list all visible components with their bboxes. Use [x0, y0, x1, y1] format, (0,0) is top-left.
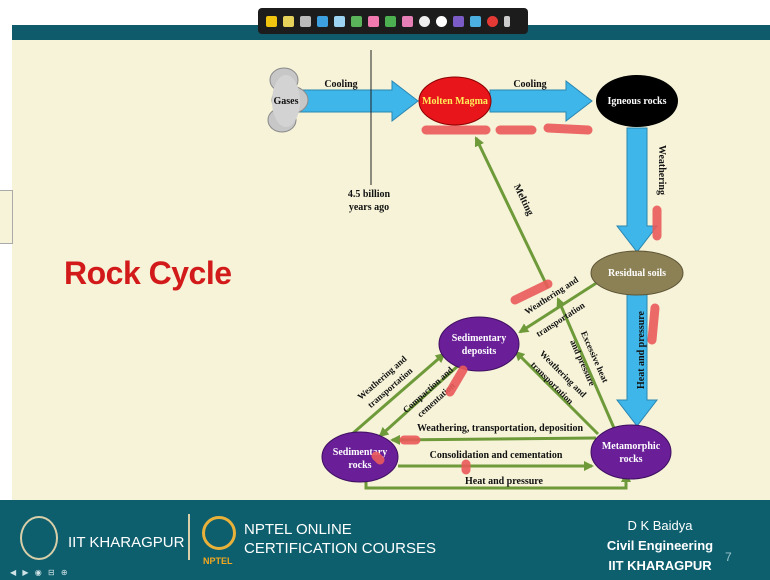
presenter-name: D K Baidya — [627, 518, 693, 533]
pen-tool-icon[interactable] — [266, 15, 277, 27]
screen-tool-icon[interactable] — [470, 15, 481, 27]
nptel-logo-text: NPTEL — [203, 556, 233, 566]
weathering-transport-arrow-2 — [514, 350, 600, 436]
molten-magma-node — [418, 76, 492, 126]
page-number: 7 — [725, 550, 732, 564]
cooling-label-2: Cooling — [513, 79, 546, 90]
pencil-tool-icon[interactable] — [368, 15, 379, 27]
age-label-2: years ago — [349, 202, 389, 213]
weathering-arrow — [615, 127, 659, 253]
metamorphic-rocks-label-2: rocks — [619, 454, 642, 465]
color-picker-icon[interactable] — [453, 15, 464, 27]
weathering-label: Weathering — [656, 145, 667, 195]
rock-cycle-diagram: Gases Molten Magma Igneous rocks Residua… — [267, 50, 684, 490]
annotation-marks — [371, 123, 662, 475]
sedimentary-deposits-label-2: deposits — [462, 346, 497, 357]
line-tool-icon[interactable] — [351, 15, 362, 27]
sedimentary-deposits-node — [438, 316, 520, 372]
heat-pressure-arrow — [615, 291, 659, 427]
footer-divider — [188, 514, 190, 560]
institute-name: IIT KHARAGPUR — [608, 558, 712, 573]
excessive-heat-arrow — [556, 297, 616, 429]
side-panel-tab[interactable] — [0, 190, 13, 244]
heat-pressure-bottom-label: Heat and pressure — [465, 476, 544, 487]
clear-tool-icon[interactable] — [487, 15, 498, 27]
sedimentary-rocks-node — [321, 431, 399, 483]
sedimentary-rocks-label-2: rocks — [348, 460, 371, 471]
gases-cloud — [267, 67, 309, 133]
footer-org: IIT KHARAGPUR — [68, 534, 185, 551]
sedimentary-deposits-label-1: Sedimentary — [452, 333, 506, 344]
eraser-tool-icon[interactable] — [300, 15, 311, 27]
heat-pressure-vertical-label: Heat and pressure — [636, 310, 647, 389]
melting-arrow — [474, 136, 550, 289]
compaction-arrow — [378, 362, 462, 438]
nptel-logo-icon — [202, 516, 236, 550]
metamorphic-rocks-label-1: Metamorphic — [602, 441, 661, 452]
marker-tool-icon[interactable] — [317, 15, 328, 27]
footer-bar: IIT KHARAGPUR NPTEL NPTEL ONLINE CERTIFI… — [0, 500, 770, 580]
slideshow-controls-icon[interactable]: ◀ ▶ ◉ ⊟ ⊕ — [10, 568, 70, 577]
igneous-rocks-node — [596, 75, 678, 127]
iit-kgp-logo-icon — [20, 516, 58, 560]
molten-magma-label: Molten Magma — [422, 96, 488, 107]
nptel-title-line1: NPTEL ONLINE — [244, 521, 352, 538]
weathering-transport-arrow-3 — [351, 352, 446, 436]
age-label-1: 4.5 billion — [348, 189, 391, 200]
menu-chevron-icon[interactable] — [504, 15, 510, 27]
department-name: Civil Engineering — [606, 538, 714, 553]
cooling-label-1: Cooling — [324, 79, 357, 90]
annotation-toolbar — [258, 8, 528, 34]
pink-pen-icon[interactable] — [402, 15, 413, 27]
consolidation-label: Consolidation and cementation — [430, 450, 563, 461]
shape-tool-icon[interactable] — [334, 15, 345, 27]
sedimentary-rocks-label-1: Sedimentary — [333, 447, 387, 458]
metamorphic-rocks-node — [590, 424, 672, 480]
weathering-deposition-label: Weathering, transportation, deposition — [417, 423, 584, 434]
laser-tool-icon[interactable] — [436, 15, 447, 27]
heat-pressure-bottom-arrow — [364, 472, 631, 490]
pointer-tool-icon[interactable] — [419, 15, 430, 27]
slide-title: Rock Cycle — [64, 255, 232, 291]
highlighter-tool-icon[interactable] — [283, 15, 294, 27]
green-pen-icon[interactable] — [385, 15, 396, 27]
gases-label: Gases — [274, 96, 299, 107]
residual-soils-label: Residual soils — [608, 268, 666, 279]
igneous-rocks-label: Igneous rocks — [608, 96, 667, 107]
melting-label: Melting — [511, 183, 535, 218]
cooling-arrow-2 — [489, 79, 593, 123]
weathering-deposition-arrow — [390, 434, 597, 445]
cooling-arrow-1 — [295, 79, 419, 123]
residual-soils-node — [590, 250, 684, 296]
nptel-title-line2: CERTIFICATION COURSES — [244, 540, 436, 557]
